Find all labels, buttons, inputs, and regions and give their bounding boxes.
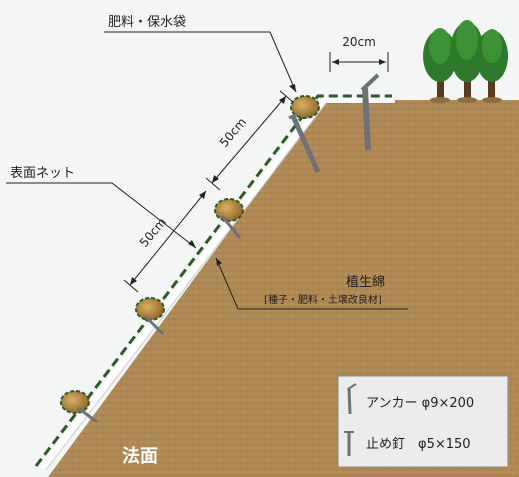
- surface-net: [34, 94, 392, 467]
- anchor-pin: [360, 73, 380, 92]
- fertilizer-bag-label: 肥料・保水袋: [108, 15, 186, 30]
- legend-pin-label: 止め釘 φ5×150: [366, 436, 471, 452]
- fertilizer-bag: [214, 198, 244, 222]
- legend-anchor-label: アンカー φ9×200: [366, 396, 474, 411]
- fertilizer-bag-leader: [104, 31, 297, 93]
- mat-contents-label: [種子・肥料・土壌改良材]: [264, 293, 382, 306]
- stop-pin: [220, 215, 242, 239]
- planting-mat-leader: [215, 257, 408, 310]
- dimension-top-width: [329, 52, 389, 72]
- fertilizer-bag: [290, 95, 320, 119]
- fertilizer-bag: [60, 390, 90, 414]
- planting-mat: [39, 97, 395, 470]
- dimension-lower-spacing: [123, 190, 207, 293]
- top-width-label: 20cm: [342, 35, 376, 49]
- anchor-pin: [288, 112, 298, 120]
- surface-net-label: 表面ネット: [10, 166, 75, 181]
- stop-pin: [143, 314, 165, 336]
- planting-mat-label: 植生綿: [346, 275, 385, 290]
- dimension-upper-spacing: [205, 90, 294, 191]
- slope-label: 法面: [122, 445, 158, 467]
- tree-group: [423, 20, 508, 103]
- stop-pin: [77, 406, 98, 424]
- planting-mat-edge: [45, 101, 328, 471]
- surface-net-leader: [6, 182, 197, 249]
- fertilizer-bag: [135, 297, 165, 321]
- legend-box: [337, 375, 509, 468]
- lower-spacing-label: 50cm: [137, 215, 169, 250]
- anchor-pin: [362, 87, 371, 151]
- anchor-pin: [290, 114, 321, 174]
